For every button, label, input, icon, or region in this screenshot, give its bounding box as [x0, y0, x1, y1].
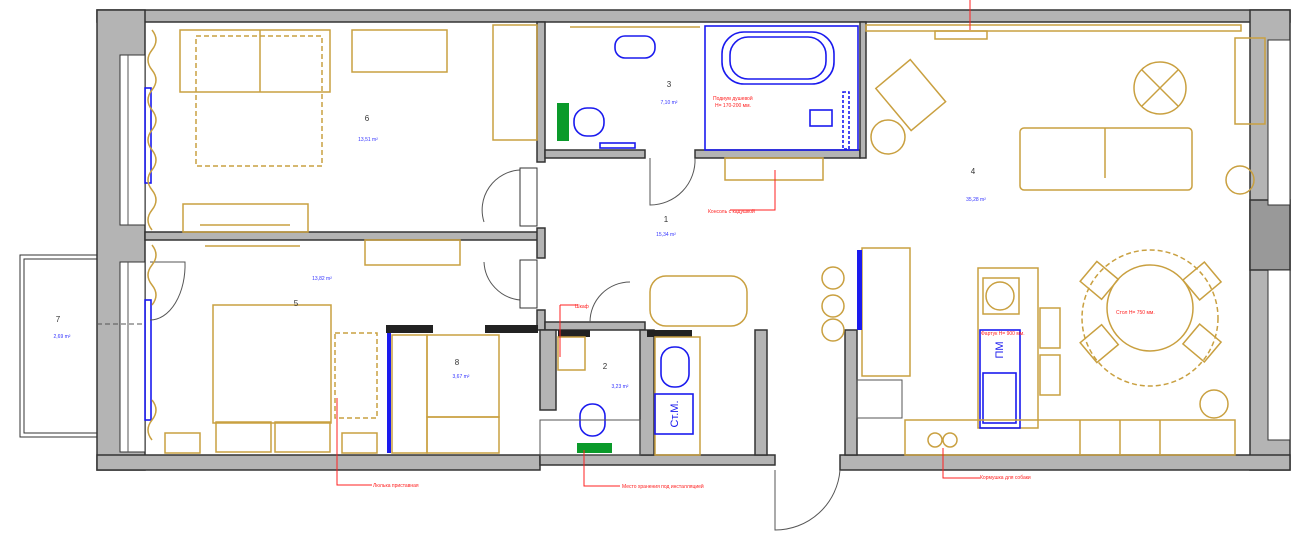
note-apron: Фартук Н= 900 мм.: [981, 331, 1025, 337]
note-table: Стол Н= 750 мм.: [1116, 310, 1155, 316]
room-labels: 1 15,34 m² 2 3,23 m² 3 7,10 m² 4 35,28 m…: [54, 80, 987, 390]
note-shower-podium: Подиум душевой: [713, 95, 753, 102]
bedroom-6-furniture: [147, 24, 538, 233]
room-number: 8: [455, 358, 460, 367]
room-area: 7,10 m²: [661, 100, 678, 106]
room-number: 1: [664, 215, 669, 224]
room-number: 3: [667, 80, 672, 89]
note-shower-podium-height: Н= 170-200 мм.: [715, 103, 751, 109]
annotations: Подиум душевой Н= 170-200 мм. Консоль с …: [373, 95, 1155, 490]
bedroom-5-furniture: [147, 239, 461, 454]
closet-8: [386, 325, 538, 454]
doors: [149, 157, 841, 531]
bathroom-3-fixtures: [557, 25, 859, 151]
room-area: 3,23 m²: [612, 384, 629, 390]
washer-label: Ст.М.: [669, 400, 681, 427]
leader-lines: [336, 0, 980, 487]
room-number: 2: [603, 362, 608, 371]
room-area: 35,28 m²: [966, 197, 986, 203]
living-kitchen-4-furniture: [821, 24, 1266, 456]
note-wardrobe: Шкаф: [575, 304, 589, 310]
room-number: 4: [971, 167, 976, 176]
room-area: 13,51 m²: [358, 137, 378, 143]
note-console: Консоль с кадушкой: [708, 208, 755, 215]
note-crib: Люлька приставная: [373, 483, 419, 489]
note-storage: Место хранения под инсталляцией: [622, 483, 704, 490]
windows: [119, 39, 1291, 453]
room-area: 13,82 m²: [312, 276, 332, 282]
balcony: [19, 254, 145, 438]
room-area: 2,69 m²: [54, 334, 71, 340]
note-dog-feeder: Кормушка для собаки: [980, 475, 1031, 481]
room-number: 6: [365, 114, 370, 123]
dishwasher-label: ПМ: [994, 341, 1006, 358]
room-number: 5: [294, 299, 299, 308]
room-area: 15,34 m²: [656, 232, 676, 238]
room-area: 3,67 m²: [453, 374, 470, 380]
console-table: [724, 157, 824, 181]
room-number: 7: [56, 315, 61, 324]
bathroom-2-fixtures: [539, 275, 748, 456]
